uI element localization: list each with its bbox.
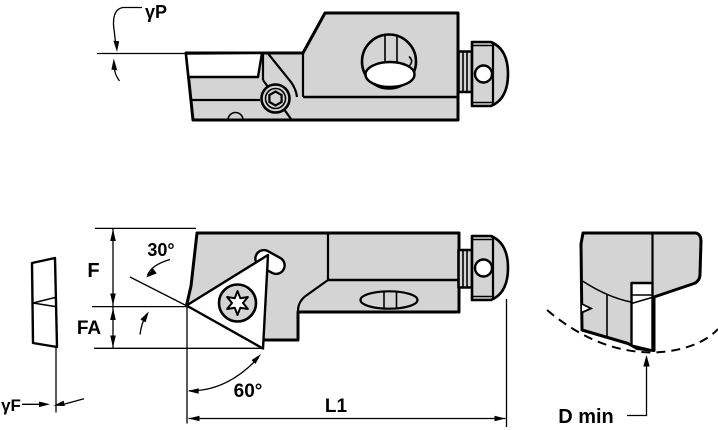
d-min-arc <box>546 309 718 354</box>
insert-side-face <box>184 51 264 79</box>
f-label: F <box>87 260 99 282</box>
angle-30-label: 30° <box>147 240 174 260</box>
insert-section-view: γF <box>1 256 85 415</box>
dowel-hole <box>227 111 244 121</box>
upper-view: γP <box>97 2 510 122</box>
gamma-p-dimension: γP <box>97 2 186 82</box>
gamma-f-dimension: γF <box>1 396 85 415</box>
f-fa-dimensions: F FA <box>77 227 263 349</box>
insert-section <box>30 256 59 349</box>
insert-edge-on <box>630 281 654 352</box>
adjusting-knob <box>470 234 510 302</box>
clamp-contour <box>267 52 299 98</box>
torx-screw <box>217 283 258 323</box>
clamp-screw <box>260 83 291 114</box>
edge-notch <box>581 303 594 314</box>
cutting-edge-wedge <box>32 296 56 308</box>
l1-label: L1 <box>325 396 348 417</box>
d-min-annotation: D min <box>558 355 650 428</box>
l1-dimension: L1 <box>186 299 508 427</box>
d-min-label: D min <box>558 406 614 428</box>
adjusting-stud <box>457 248 474 289</box>
head-step-chamfer <box>296 279 329 312</box>
adjusting-stud <box>457 50 474 94</box>
gamma-f-label: γF <box>1 396 21 415</box>
main-view: F FA 30° 60° L1 <box>77 227 510 427</box>
mounting-hole <box>360 33 418 90</box>
angle-60-label: 60° <box>234 381 263 402</box>
gamma-p-label: γP <box>145 2 167 22</box>
lead-angle-30: 30° <box>129 240 188 335</box>
fa-label: FA <box>77 318 102 339</box>
end-view: D min <box>546 231 718 428</box>
adjusting-knob <box>470 40 510 108</box>
shank-slot <box>359 290 419 310</box>
insert-angle-60: 60° <box>187 354 263 402</box>
